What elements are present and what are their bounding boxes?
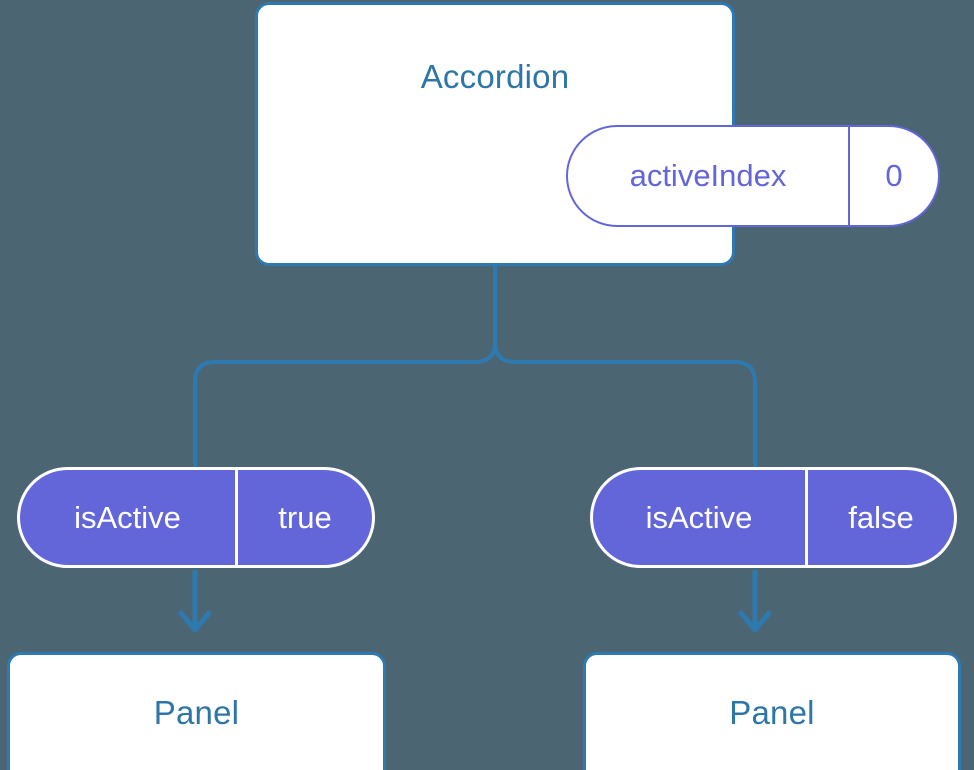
- panel-component-card-right[interactable]: Panel: [583, 652, 961, 770]
- prop-pill-is-active-false[interactable]: isActive false: [590, 467, 957, 568]
- connector-tree-branch-right: [493, 264, 757, 469]
- connector-tree-branch: [193, 264, 497, 469]
- panel-component-title: Panel: [729, 694, 815, 731]
- panel-component-title: Panel: [153, 694, 240, 731]
- state-pill-value: 0: [848, 127, 938, 225]
- state-pill-active-index[interactable]: activeIndex 0: [566, 125, 940, 227]
- prop-pill-key: isActive: [645, 499, 753, 535]
- accordion-component-card[interactable]: Accordion activeIndex 0: [255, 2, 940, 266]
- arrow-right-down-icon: [738, 570, 772, 633]
- prop-pill-is-active-true[interactable]: isActive true: [17, 467, 375, 568]
- prop-pill-key: isActive: [74, 499, 181, 535]
- arrow-left-down-icon: [178, 570, 212, 633]
- prop-pill-value: true: [235, 470, 372, 565]
- prop-pill-value: false: [805, 470, 954, 565]
- state-pill-key: activeIndex: [629, 158, 787, 193]
- accordion-component-title: Accordion: [420, 58, 570, 95]
- panel-component-card-left[interactable]: Panel: [7, 652, 386, 770]
